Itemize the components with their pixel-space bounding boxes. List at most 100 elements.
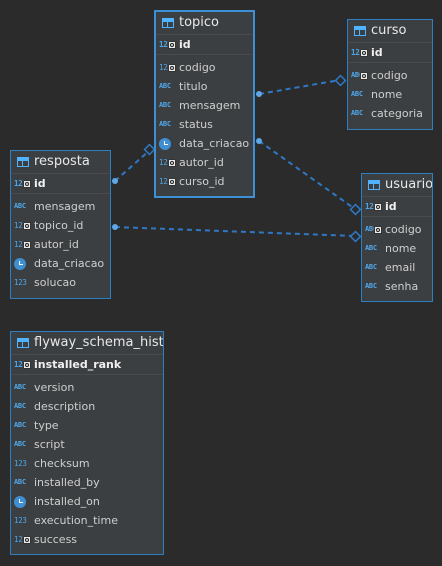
numeric-type-icon: 123 bbox=[14, 278, 27, 287]
column-name: nome bbox=[385, 242, 417, 255]
text-type-icon: ABC bbox=[159, 101, 171, 109]
text-type-icon: ABC bbox=[14, 421, 26, 429]
key-icon bbox=[23, 536, 31, 544]
relationship-topico-curso[interactable] bbox=[258, 79, 341, 95]
column-row[interactable]: data_criacao bbox=[156, 134, 253, 153]
numeric-type-icon: 123 bbox=[14, 530, 31, 549]
column-row[interactable]: ABC script bbox=[11, 435, 163, 454]
key-icon bbox=[23, 180, 31, 188]
primary-key-row[interactable]: 123 id bbox=[348, 43, 432, 63]
primary-key-name: id bbox=[34, 177, 46, 190]
table-icon bbox=[17, 157, 29, 167]
relationship-resposta-usuario[interactable] bbox=[114, 226, 356, 237]
primary-key-row[interactable]: 123 id bbox=[11, 174, 110, 194]
relationship-topico-usuario[interactable] bbox=[258, 140, 356, 210]
text-type-icon: ABC bbox=[365, 263, 377, 271]
column-name: mensagem bbox=[179, 99, 241, 112]
text-type-icon: ABC bbox=[14, 402, 26, 410]
numeric-type-icon: 123 bbox=[159, 153, 176, 172]
primary-key-name: installed_rank bbox=[34, 358, 122, 371]
entity-header[interactable]: topico bbox=[156, 12, 253, 35]
column-name: topico_id bbox=[34, 219, 84, 232]
column-name: success bbox=[34, 533, 78, 546]
numeric-type-icon: 123 bbox=[159, 35, 176, 54]
column-name: codigo bbox=[179, 61, 216, 74]
column-row[interactable]: 123 solucao bbox=[11, 273, 110, 292]
relationship-end-dot bbox=[256, 138, 262, 144]
primary-key-name: id bbox=[385, 200, 397, 213]
entity-title: resposta bbox=[34, 154, 90, 169]
text-type-icon: ABC bbox=[14, 440, 26, 448]
column-row[interactable]: installed_on bbox=[11, 492, 163, 511]
text-type-icon: ABC bbox=[159, 82, 171, 90]
primary-key-row[interactable]: 123 id bbox=[362, 197, 432, 217]
table-icon bbox=[17, 338, 29, 348]
relationship-resposta-topico[interactable] bbox=[114, 149, 151, 182]
numeric-type-icon: 123 bbox=[159, 58, 176, 77]
entity-header[interactable]: flyway_schema_history bbox=[11, 332, 163, 355]
entity-title: usuario bbox=[385, 177, 432, 192]
key-icon bbox=[374, 226, 382, 234]
entity-header[interactable]: usuario bbox=[362, 174, 432, 197]
key-icon bbox=[374, 203, 382, 211]
relationship-end-diamond bbox=[143, 143, 156, 156]
text-type-icon: ABC bbox=[14, 383, 26, 391]
key-icon bbox=[168, 64, 176, 72]
relationship-end-dot bbox=[112, 178, 118, 184]
column-name: email bbox=[385, 261, 416, 274]
column-name: data_criacao bbox=[34, 257, 105, 270]
primary-key-row[interactable]: 123 id bbox=[156, 35, 253, 55]
column-row[interactable]: ABC mensagem bbox=[156, 96, 253, 115]
primary-key-row[interactable]: 123 installed_rank bbox=[11, 355, 163, 375]
entity-flyway-schema-history[interactable]: flyway_schema_history 123 installed_rank… bbox=[10, 331, 164, 555]
column-name: status bbox=[179, 118, 213, 131]
numeric-type-icon: 123 bbox=[14, 235, 31, 254]
column-row[interactable]: ABC email bbox=[362, 258, 432, 277]
column-name: solucao bbox=[34, 276, 77, 289]
column-name: script bbox=[34, 438, 65, 451]
text-type-icon: ABC bbox=[351, 109, 363, 117]
key-icon bbox=[23, 241, 31, 249]
relationship-end-diamond bbox=[349, 203, 362, 216]
text-type-icon: ABC bbox=[365, 220, 382, 239]
column-name: installed_by bbox=[34, 476, 100, 489]
column-name: curso_id bbox=[179, 175, 225, 188]
column-row[interactable]: data_criacao bbox=[11, 254, 110, 273]
entity-header[interactable]: curso bbox=[348, 20, 432, 43]
numeric-type-icon: 123 bbox=[14, 216, 31, 235]
text-type-icon: ABC bbox=[14, 202, 26, 210]
entity-header[interactable]: resposta bbox=[11, 151, 110, 174]
numeric-type-icon: 123 bbox=[14, 174, 31, 193]
numeric-type-icon: 123 bbox=[14, 459, 27, 468]
table-icon bbox=[354, 26, 366, 36]
text-type-icon: ABC bbox=[351, 66, 368, 85]
datetime-type-icon bbox=[14, 495, 26, 508]
